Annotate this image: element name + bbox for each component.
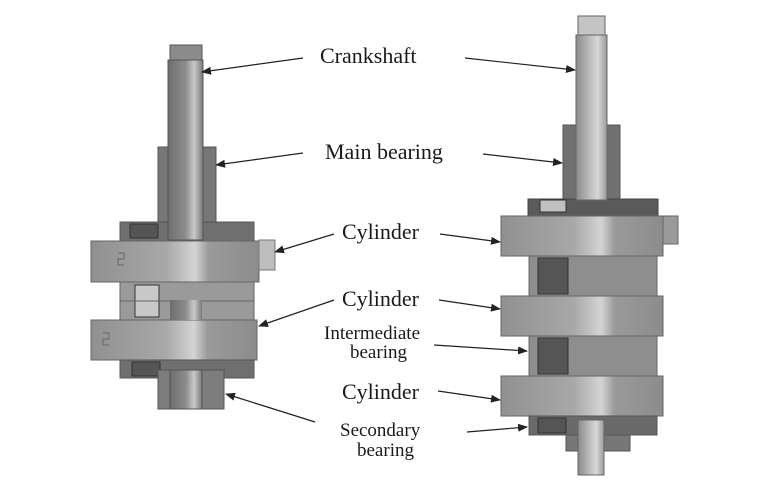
- left-shaft: [169, 44, 203, 61]
- arrow-cylinder-1-right: [439, 233, 501, 245]
- right-assembly: [500, 15, 679, 476]
- right-cylinder-1: [500, 215, 664, 257]
- arrow-main-bearing-left: [215, 152, 304, 168]
- label-cylinder-1: Cylinder: [342, 219, 419, 244]
- arrow-cylinder-1-left: [274, 233, 335, 254]
- right-cylinder-2: [500, 295, 664, 337]
- arrow-intermediate-bearing: [433, 344, 528, 355]
- arrow-secondary-bearing-left: [225, 392, 316, 423]
- arrow-cylinder-2-right: [438, 299, 501, 312]
- label-intermediate-bearing-line1: Intermediate: [324, 323, 421, 344]
- label-cylinder-3: Cylinder: [342, 379, 419, 404]
- label-crankshaft: Crankshaft: [320, 43, 417, 68]
- arrow-cylinder-2-left: [258, 299, 335, 327]
- right-shaft: [577, 15, 606, 36]
- label-cylinder-2: Cylinder: [342, 286, 419, 311]
- arrow-cylinder-3-right: [437, 390, 501, 403]
- arrow-crankshaft-right: [464, 57, 576, 74]
- left-assembly: [90, 44, 276, 410]
- right-secondary-bearing: [537, 417, 567, 434]
- right-bearing-1: [537, 257, 569, 295]
- arrow-main-bearing-right: [482, 153, 563, 166]
- left-secondary-bearing: [131, 361, 161, 377]
- arrow-secondary-bearing-right: [466, 423, 528, 433]
- leader-arrows: [201, 57, 576, 433]
- left-cylinder-2: [90, 319, 258, 361]
- right-intermediate-bearing: [537, 337, 569, 375]
- label-secondary-bearing-line2: bearing: [357, 440, 414, 461]
- arrow-crankshaft-left: [201, 57, 304, 75]
- right-cylinder-3: [500, 375, 664, 417]
- label-intermediate-bearing-line2: bearing: [350, 342, 407, 363]
- label-secondary-bearing-line1: Secondary: [340, 420, 421, 441]
- label-main-bearing: Main bearing: [325, 139, 443, 164]
- left-cylinder-1: [90, 240, 260, 283]
